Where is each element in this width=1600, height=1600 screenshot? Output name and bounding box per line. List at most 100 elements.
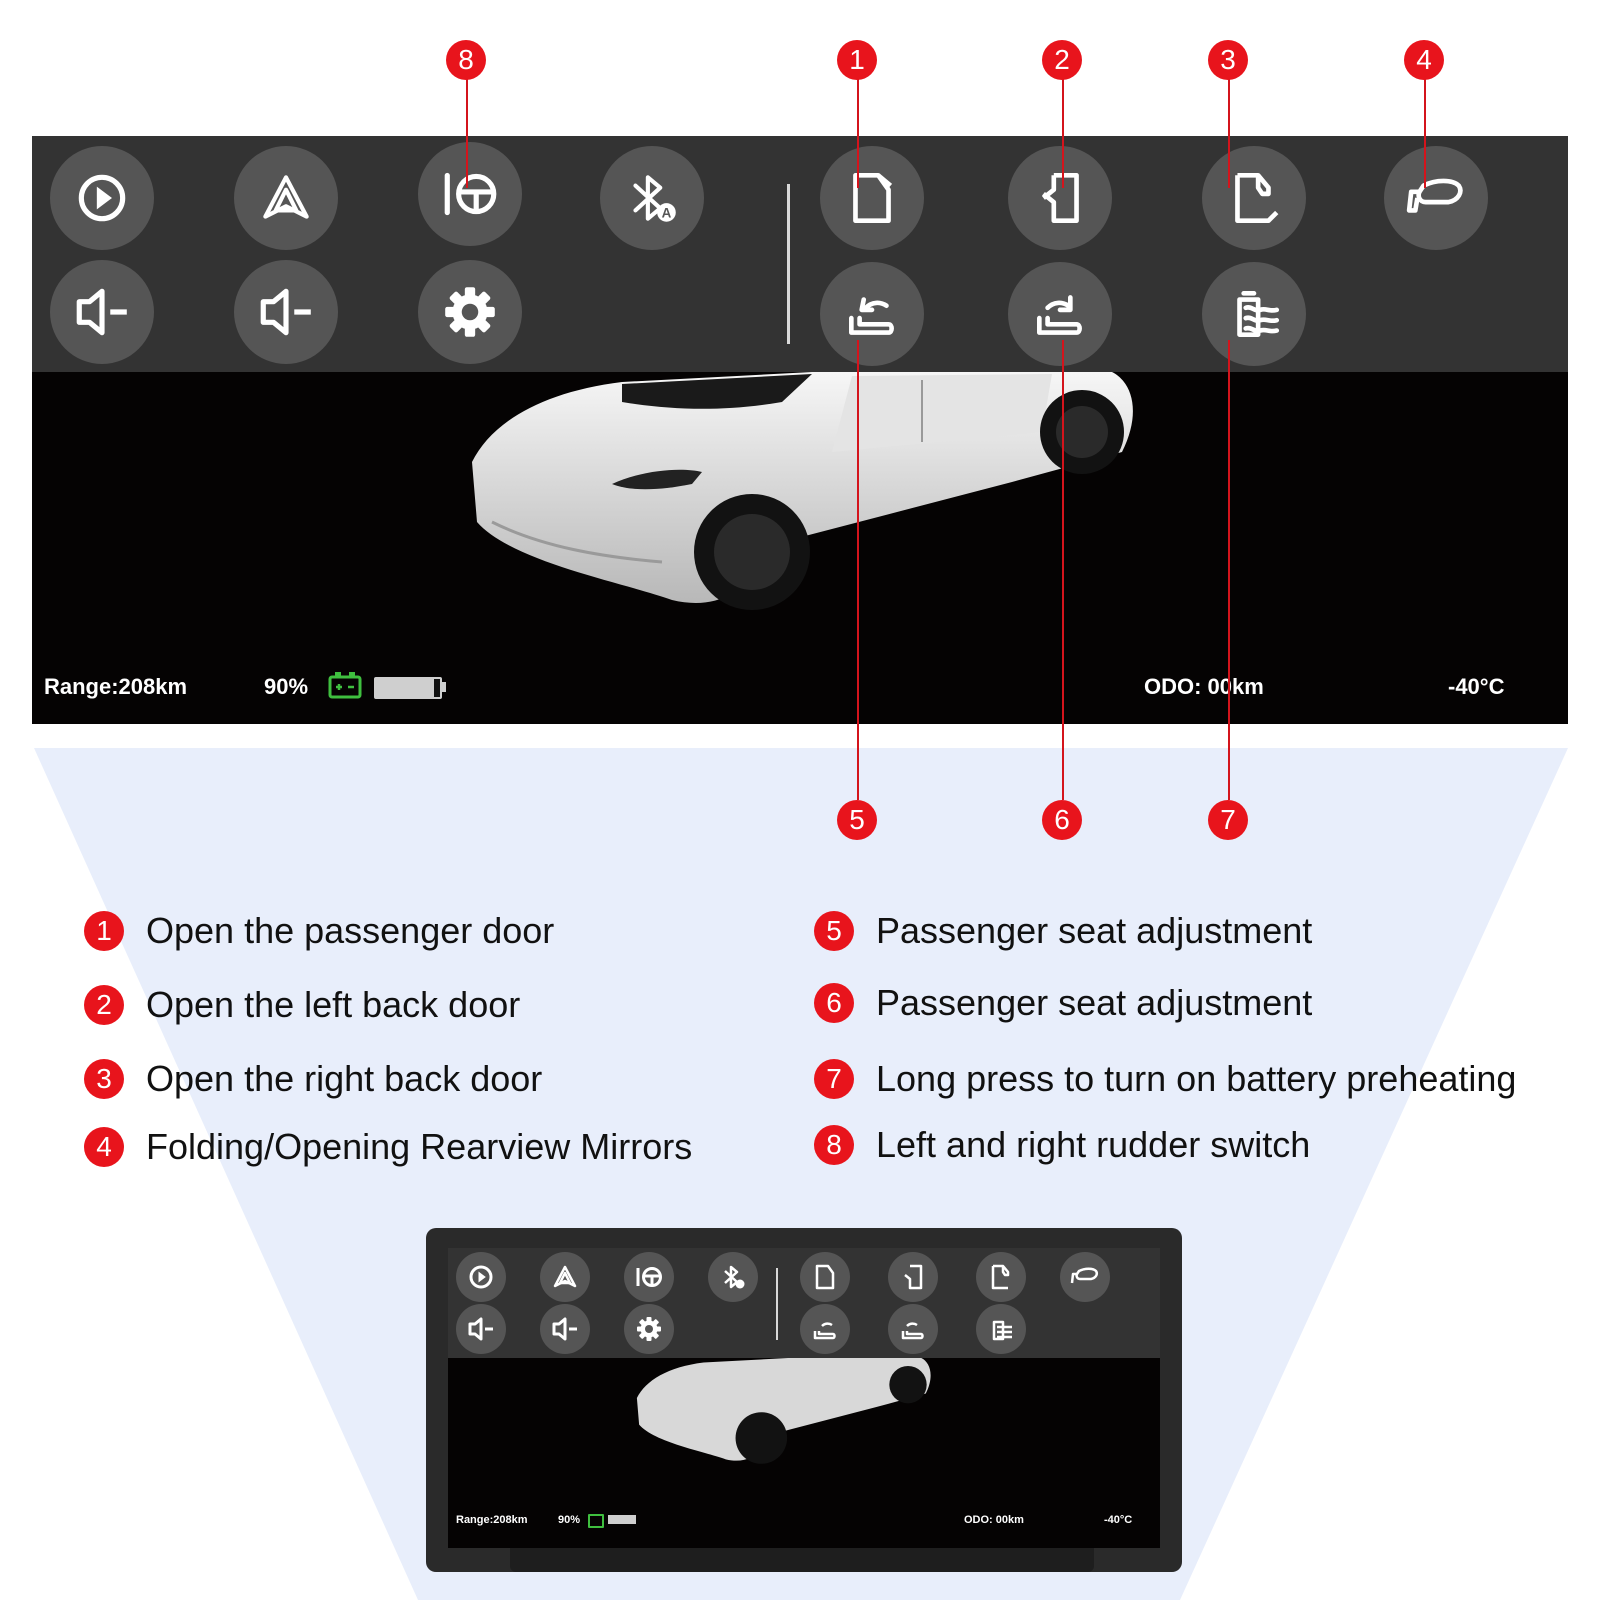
volume-down-icon: [76, 288, 127, 336]
legend-badge: 6: [814, 983, 854, 1023]
battery-gauge-fill: [376, 679, 434, 697]
device-settings-button[interactable]: [624, 1304, 674, 1354]
right-back-door-icon: [1235, 172, 1279, 224]
volume-down-button-1[interactable]: [50, 260, 154, 364]
legend-item-3: 3 Open the right back door: [84, 1058, 542, 1100]
legend-item-6: 6 Passenger seat adjustment: [814, 982, 1312, 1024]
legend-item-7: 7 Long press to turn on battery preheati…: [814, 1058, 1516, 1100]
device-battery-gauge: [608, 1515, 636, 1524]
device-battery-icon: [588, 1514, 604, 1528]
battery-heat-icon: [992, 1320, 1012, 1341]
legend-item-1: 1 Open the passenger door: [84, 910, 554, 952]
legend-item-4: 4 Folding/Opening Rearview Mirrors: [84, 1126, 692, 1168]
legend-text: Folding/Opening Rearview Mirrors: [146, 1126, 693, 1167]
device-toolbar-divider: [776, 1268, 778, 1340]
temperature-text: -40°C: [1448, 674, 1505, 699]
legend-badge: 4: [84, 1127, 124, 1167]
rearview-mirror-button[interactable]: [1384, 146, 1488, 250]
callout-line-8: [466, 78, 468, 188]
volume-down-button-2[interactable]: [234, 260, 338, 364]
android-auto-icon: [263, 175, 309, 219]
battery-gauge-tip: [442, 682, 446, 692]
callout-badge-8: 8: [446, 40, 486, 80]
left-back-door-icon: [1042, 172, 1079, 224]
callout-line-7: [1228, 340, 1230, 800]
legend-badge: 8: [814, 1125, 854, 1165]
range-text: Range:208km: [44, 674, 188, 699]
device-bluetooth-button[interactable]: [708, 1252, 758, 1302]
passenger-door-button[interactable]: [820, 146, 924, 250]
battery-percent-text: 90%: [264, 674, 309, 699]
callout-badge-7: 7: [1208, 800, 1248, 840]
device-odo-text: ODO: 00km: [964, 1514, 1024, 1526]
seat-adjust-icon: [849, 297, 894, 335]
left-back-door-button[interactable]: [1008, 146, 1112, 250]
device-screen: Range:208km 90% ODO: 00km -40°C: [448, 1248, 1160, 1548]
device-right-back-door-button[interactable]: [976, 1252, 1026, 1302]
device-left-back-door-button[interactable]: [888, 1252, 938, 1302]
legend-text: Open the left back door: [146, 984, 521, 1025]
android-auto-icon: [553, 1265, 577, 1288]
bluetooth-auto-icon: [724, 1265, 745, 1289]
rearview-mirror-icon: [1406, 178, 1463, 213]
legend-badge: 3: [84, 1059, 124, 1099]
perspective-backdrop: [34, 748, 1568, 1600]
legend-text: Open the right back door: [146, 1058, 543, 1099]
steering-switch-icon: [636, 1267, 662, 1287]
legend-text: Long press to turn on battery preheating: [876, 1058, 1517, 1099]
callout-line-2: [1062, 78, 1064, 188]
device-carplay-button[interactable]: [456, 1252, 506, 1302]
bluetooth-auto-icon: A: [633, 175, 676, 222]
seat-adjust-icon: [813, 1322, 836, 1340]
svg-text:A: A: [662, 206, 672, 221]
callout-line-4: [1424, 78, 1426, 188]
legend-badge: 1: [84, 911, 124, 951]
legend-text: Left and right rudder switch: [876, 1124, 1311, 1165]
android-auto-button[interactable]: [234, 146, 338, 250]
callout-line-1: [857, 78, 859, 188]
right-back-door-icon: [991, 1264, 1010, 1290]
legend-item-8: 8 Left and right rudder switch: [814, 1124, 1310, 1166]
legend-text: Passenger seat adjustment: [876, 910, 1313, 951]
callout-badge-5: 5: [837, 800, 877, 840]
legend-badge: 7: [814, 1059, 854, 1099]
passenger-seat-adjust-button-1[interactable]: [820, 262, 924, 366]
head-unit-screen: A: [32, 136, 1568, 724]
callout-line-3: [1228, 78, 1230, 188]
volume-down-icon: [260, 288, 311, 336]
device-toolbar: [448, 1248, 1160, 1358]
device-battery-percent-text: 90%: [558, 1514, 581, 1526]
seat-adjust-icon: [1037, 295, 1082, 335]
callout-badge-2: 2: [1042, 40, 1082, 80]
device-seat-adjust-button-1[interactable]: [800, 1304, 850, 1354]
device-passenger-door-button[interactable]: [800, 1252, 850, 1302]
carplay-icon: [78, 174, 126, 222]
rearview-mirror-icon: [1070, 1267, 1099, 1284]
legend-badge: 5: [814, 911, 854, 951]
rudder-switch-button[interactable]: [418, 142, 522, 246]
device-battery-preheat-button[interactable]: [976, 1304, 1026, 1354]
control-toolbar: A: [32, 136, 1568, 372]
volume-down-icon: [552, 1317, 577, 1341]
battery-preheat-button[interactable]: [1202, 262, 1306, 366]
passenger-seat-adjust-button-2[interactable]: [1008, 262, 1112, 366]
battery-icon: [328, 672, 362, 699]
device-android-auto-button[interactable]: [540, 1252, 590, 1302]
carplay-button[interactable]: [50, 146, 154, 250]
right-back-door-button[interactable]: [1202, 146, 1306, 250]
device-range-text: Range:208km: [456, 1514, 528, 1526]
callout-badge-6: 6: [1042, 800, 1082, 840]
legend-text: Open the passenger door: [146, 910, 555, 951]
battery-gauge: [374, 677, 442, 699]
device-rudder-switch-button[interactable]: [624, 1252, 674, 1302]
settings-button[interactable]: [418, 260, 522, 364]
device-temperature-text: -40°C: [1104, 1514, 1133, 1526]
device-mirror-button[interactable]: [1060, 1252, 1110, 1302]
passenger-door-icon: [853, 172, 893, 224]
device-volume-down-button-1[interactable]: [456, 1304, 506, 1354]
settings-gear-icon: [445, 287, 495, 337]
bluetooth-auto-button[interactable]: A: [600, 146, 704, 250]
left-back-door-icon: [904, 1264, 923, 1290]
device-volume-down-button-2[interactable]: [540, 1304, 590, 1354]
device-seat-adjust-button-2[interactable]: [888, 1304, 938, 1354]
